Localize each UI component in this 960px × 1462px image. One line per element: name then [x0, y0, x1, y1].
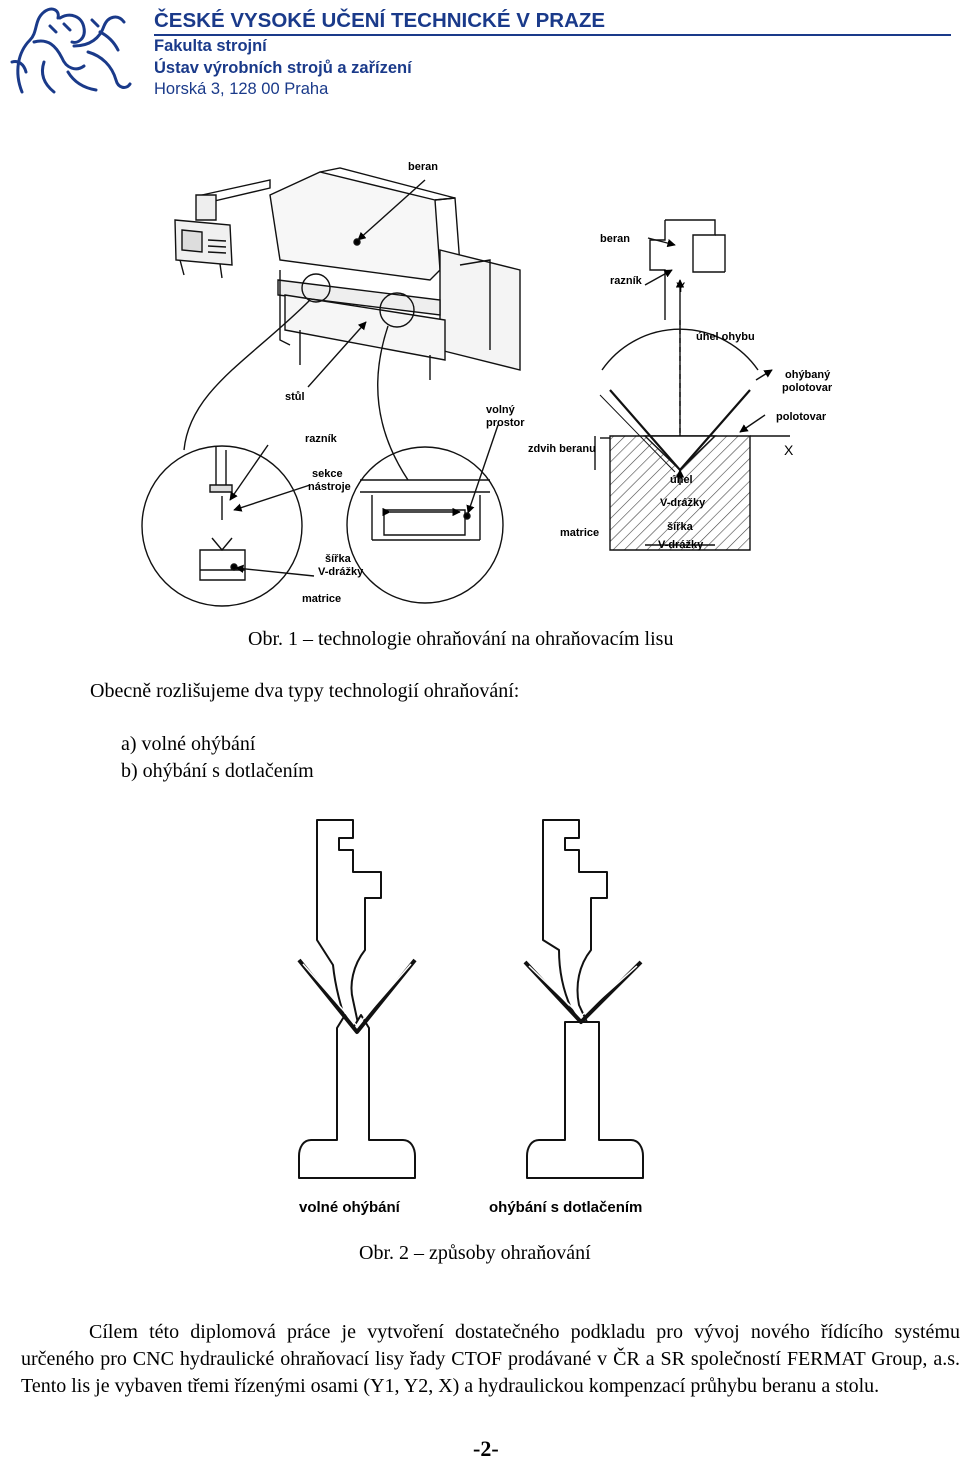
label-axis-x: X — [784, 442, 794, 458]
figure-2-bending-methods: volné ohýbání ohýbání s dotlačením — [253, 800, 699, 1240]
label-raznik-left: razník — [305, 433, 338, 445]
figure-1-press-brake: beran stůl razník volný prostor sekce ná… — [140, 140, 852, 624]
ctu-lion-logo-icon — [4, 2, 132, 98]
label-beran-right: beran — [600, 233, 630, 245]
label-nastroje: nástroje — [308, 481, 351, 493]
label-sirka-left: šířka — [325, 553, 352, 565]
label-stul: stůl — [285, 391, 305, 403]
label-prostor: prostor — [486, 417, 525, 429]
label-axis-y: Y — [676, 279, 686, 295]
label-zdvih-beranu: zdvih beranu — [528, 443, 596, 455]
list-item: a) volné ohýbání — [121, 733, 256, 755]
label-ohybany-polotovar: polotovar — [782, 382, 833, 394]
institute-name: Ústav výrobních strojů a zařízení — [154, 59, 412, 77]
figure-2-caption: Obr. 2 – způsoby ohraňování — [359, 1242, 591, 1264]
label-matrice-right: matrice — [560, 527, 599, 539]
label-volne-ohybani: volné ohýbání — [299, 1199, 401, 1216]
figure-1-caption: Obr. 1 – technologie ohraňování na ohraň… — [248, 628, 674, 650]
label-sekce: sekce — [312, 468, 343, 480]
label-ohybani-s-dotlacenim: ohýbání s dotlačením — [489, 1199, 642, 1216]
university-name: ČESKÉ VYSOKÉ UČENÍ TECHNICKÉ V PRAZE — [154, 9, 606, 32]
address: Horská 3, 128 00 Praha — [154, 80, 329, 98]
body-paragraph: Cílem této diplomová práce je vytvoření … — [21, 1321, 960, 1397]
label-volny: volný — [486, 404, 516, 416]
page-number: -2- — [473, 1436, 499, 1461]
label-uhel: úhel — [670, 474, 693, 486]
faculty-name: Fakulta strojní — [154, 37, 267, 55]
list-item: b) ohýbání s dotlačením — [121, 760, 314, 782]
label-vdrazky-left: V-drážky — [318, 566, 364, 578]
label-sirka-right: šířka — [667, 521, 694, 533]
technology-list: a) volné ohýbání b) ohýbání s dotlačením — [121, 733, 314, 787]
label-uhel-ohybu: úhel ohybu — [696, 331, 755, 343]
label-vdrazky-sirka: V-drážky — [658, 539, 704, 551]
intro-text: Obecně rozlišujeme dva typy technologií … — [90, 680, 520, 702]
label-vdrazky-uhel: V-drážky — [660, 497, 706, 509]
label-raznik-right: razník — [610, 275, 643, 287]
label-matrice-left: matrice — [302, 593, 341, 605]
label-polotovar: polotovar — [776, 411, 827, 423]
label-beran-top: beran — [408, 161, 438, 173]
header-rule — [154, 34, 951, 36]
label-ohybany: ohýbaný — [785, 369, 831, 381]
